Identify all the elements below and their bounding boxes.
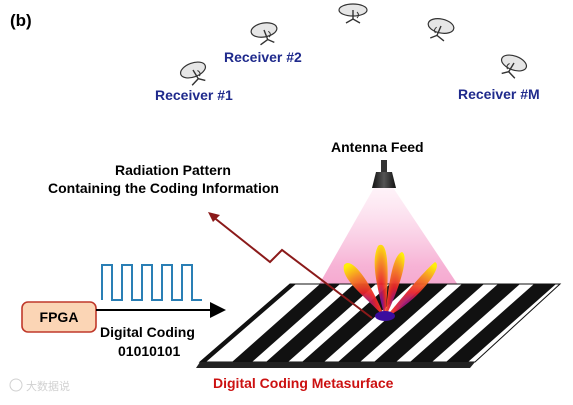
receiver-label-2: Receiver #2	[224, 49, 302, 65]
receiver-label-1: Receiver #1	[155, 87, 233, 103]
receiver-dish-icon-3	[338, 3, 368, 24]
metasurface-label: Digital Coding Metasurface	[213, 375, 394, 391]
radiation-pattern-lobes	[343, 244, 437, 321]
coding-sequence-label: 01010101	[118, 343, 181, 359]
fpga-block: FPGA	[21, 301, 97, 333]
radiation-label-line2: Containing the Coding Information	[48, 180, 279, 196]
receiver-dish-icon-2	[250, 22, 278, 46]
receiver-label-m: Receiver #M	[458, 86, 540, 102]
panel-label: (b)	[10, 11, 32, 30]
fpga-label: FPGA	[40, 309, 79, 325]
receiver-dish-icon-1	[179, 61, 207, 86]
metasurface-strips	[200, 284, 556, 362]
radiation-label-line1: Radiation Pattern	[115, 162, 231, 178]
coding-pulse-train	[101, 264, 202, 301]
antenna-feed-horn	[372, 160, 396, 188]
receiver-dish-icon-4	[427, 18, 455, 42]
watermark-text: 大数据说	[26, 379, 70, 393]
watermark: 大数据说	[9, 378, 70, 393]
digital-coding-label: Digital Coding	[100, 324, 195, 340]
metasurface	[196, 283, 562, 368]
antenna-feed-label: Antenna Feed	[331, 139, 424, 155]
receiver-dish-icon-m	[500, 54, 528, 79]
radiation-direction-arrow	[208, 212, 373, 319]
